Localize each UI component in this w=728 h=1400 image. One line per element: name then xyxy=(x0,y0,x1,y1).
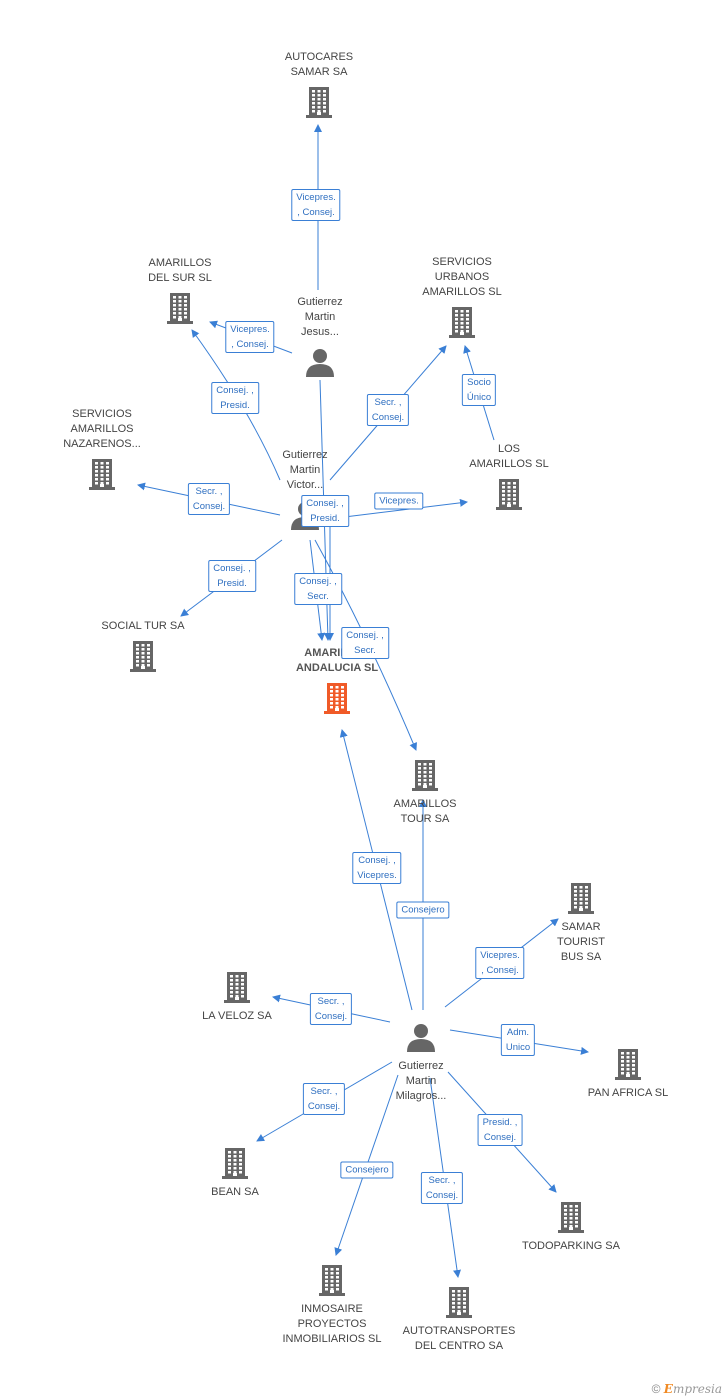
relation-label[interactable]: Consejero xyxy=(340,1161,394,1179)
person-icon[interactable] xyxy=(303,345,337,379)
relation-label[interactable]: Consej. , Vicepres. xyxy=(352,852,402,884)
relation-label[interactable]: Consej. , Secr. xyxy=(341,627,389,659)
relation-label[interactable]: Secr. , Consej. xyxy=(366,394,410,426)
relation-label[interactable]: Secr. , Consej. xyxy=(187,483,231,515)
node-label-pan-africa[interactable]: PAN AFRICA SL xyxy=(587,1087,669,1099)
building-icon[interactable] xyxy=(126,639,160,673)
relation-label[interactable]: Secr. , Consej. xyxy=(420,1172,464,1204)
relation-label[interactable]: Adm. Unico xyxy=(500,1024,536,1056)
building-icon[interactable] xyxy=(611,1047,645,1081)
copyright-symbol: © xyxy=(651,1382,661,1396)
relation-label[interactable]: Socio Único xyxy=(461,374,497,406)
building-icon[interactable] xyxy=(564,881,598,915)
building-icon[interactable] xyxy=(442,1285,476,1319)
building-icon[interactable] xyxy=(554,1200,588,1234)
relation-label[interactable]: Presid. , Consej. xyxy=(477,1114,523,1146)
node-label-la-veloz[interactable]: LA VELOZ SA xyxy=(202,1010,272,1022)
node-label-serv-nazarenos[interactable]: SERVICIOS AMARILLOS NAZARENOS... xyxy=(63,408,141,450)
relation-label[interactable]: Consej. , Presid. xyxy=(211,382,259,414)
node-label-gm-jesus[interactable]: Gutierrez Martin Jesus... xyxy=(297,296,343,338)
relation-label[interactable]: Consej. , Secr. xyxy=(294,573,342,605)
node-label-gm-victor[interactable]: Gutierrez Martin Victor... xyxy=(282,449,328,491)
footer-brand: © Empresia xyxy=(652,1382,722,1396)
building-icon[interactable] xyxy=(320,681,354,715)
building-icon[interactable] xyxy=(315,1263,349,1297)
relation-label[interactable]: Secr. , Consej. xyxy=(309,993,353,1025)
relation-label[interactable]: Vicepres. , Consej. xyxy=(475,947,525,979)
relation-label[interactable]: Secr. , Consej. xyxy=(302,1083,346,1115)
building-icon[interactable] xyxy=(445,305,479,339)
building-icon[interactable] xyxy=(163,291,197,325)
node-label-autocares[interactable]: AUTOCARES SAMAR SA xyxy=(284,51,354,78)
building-icon[interactable] xyxy=(408,758,442,792)
building-icon[interactable] xyxy=(302,85,336,119)
building-icon[interactable] xyxy=(218,1146,252,1180)
node-label-samar-tourist[interactable]: SAMAR TOURIST BUS SA xyxy=(556,921,606,963)
relation-label[interactable]: Consejero xyxy=(396,901,450,919)
node-label-social-tur[interactable]: SOCIAL TUR SA xyxy=(101,620,185,632)
relation-label[interactable]: Vicepres. , Consej. xyxy=(291,189,341,221)
relation-label[interactable]: Consej. , Presid. xyxy=(301,495,349,527)
building-icon[interactable] xyxy=(492,477,526,511)
node-label-bean[interactable]: BEAN SA xyxy=(211,1186,259,1198)
empresia-logo[interactable]: Empresia xyxy=(663,1382,722,1396)
building-icon[interactable] xyxy=(85,457,119,491)
node-label-serv-urbanos[interactable]: SERVICIOS URBANOS AMARILLOS SL xyxy=(422,256,502,298)
node-label-gm-milagros[interactable]: Gutierrez Martin Milagros... xyxy=(395,1060,447,1102)
node-label-inmosaire[interactable]: INMOSAIRE PROYECTOS INMOBILIARIOS SL xyxy=(282,1303,382,1345)
person-icon[interactable] xyxy=(404,1020,438,1054)
relation-label[interactable]: Vicepres. xyxy=(374,492,424,510)
node-label-autotransportes[interactable]: AUTOTRANSPORTES DEL CENTRO SA xyxy=(402,1325,516,1352)
node-label-amarillos-sur[interactable]: AMARILLOS DEL SUR SL xyxy=(148,257,212,284)
relation-label[interactable]: Consej. , Presid. xyxy=(208,560,256,592)
node-label-los-amarillos[interactable]: LOS AMARILLOS SL xyxy=(469,443,549,470)
relation-label[interactable]: Vicepres. , Consej. xyxy=(225,321,275,353)
building-icon[interactable] xyxy=(220,970,254,1004)
node-label-amarillos-tour[interactable]: AMARILLOS TOUR SA xyxy=(393,798,457,825)
node-label-todoparking[interactable]: TODOPARKING SA xyxy=(521,1240,620,1252)
